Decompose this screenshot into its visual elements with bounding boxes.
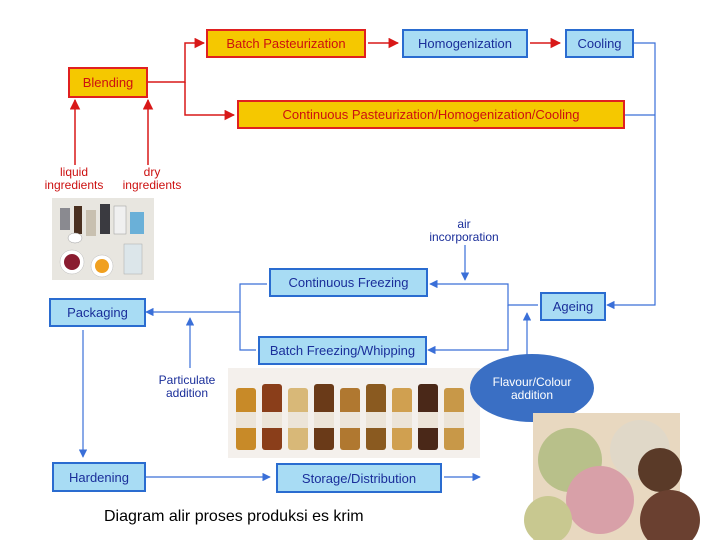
continuous-phc-box: Continuous Pasteurization/Homogenization… xyxy=(237,100,625,129)
packaging-box: Packaging xyxy=(49,298,146,327)
continuous-freezing-box: Continuous Freezing xyxy=(269,268,428,297)
ageing-box: Ageing xyxy=(540,292,606,321)
ice-cream-photo xyxy=(524,413,700,540)
arrow-contfreeze-to-packaging xyxy=(145,283,267,317)
homogenization-box: Homogenization xyxy=(402,29,528,58)
arrow-blending-to-continuous xyxy=(184,82,236,121)
diagram-caption: Diagram alir proses produksi es krim xyxy=(104,508,364,525)
blending-box: Blending xyxy=(68,67,148,98)
arrow-blending-to-batch xyxy=(148,37,206,83)
flavour-bottles-photo xyxy=(228,368,480,458)
flavour-oval xyxy=(470,354,594,422)
flavour-colour-label: Flavour/Colour addition xyxy=(492,375,572,402)
cooling-box: Cooling xyxy=(565,29,634,58)
liquid-ingredients-label: liquid ingredients xyxy=(44,165,104,192)
ingredients-photo xyxy=(52,198,154,280)
batch-freezing-box: Batch Freezing/Whipping xyxy=(258,336,427,365)
storage-distribution-box: Storage/Distribution xyxy=(276,463,442,493)
batch-pasteurization-box: Batch Pasteurization xyxy=(206,29,366,58)
dry-ingredients-label: dry ingredients xyxy=(122,165,182,192)
arrow-ageing-to-contfreeze xyxy=(429,279,538,306)
arrow-ageing-to-batchfreeze xyxy=(427,305,509,355)
arrow-cooling-to-ageing xyxy=(606,42,656,310)
air-incorporation-label: air incorporation xyxy=(429,217,499,244)
arrow-batchfreeze-to-packaging xyxy=(239,312,256,351)
hardening-box: Hardening xyxy=(52,462,146,492)
particulate-addition-label: Particulate addition xyxy=(158,373,216,400)
